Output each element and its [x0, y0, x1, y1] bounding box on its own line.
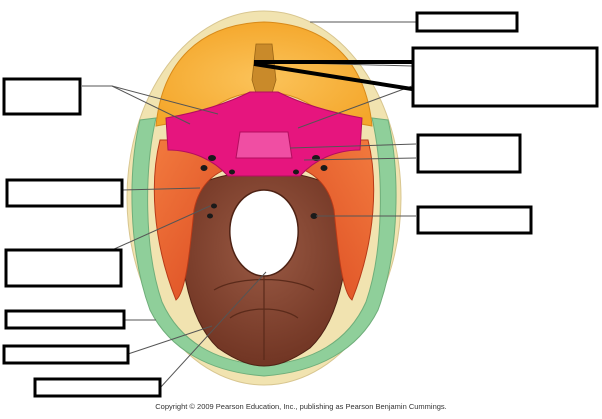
temporal-bone-right — [283, 139, 375, 301]
sella-turcica — [235, 131, 293, 159]
label-box-mid-right[interactable] — [416, 133, 522, 174]
label-box-bottom-left-1[interactable] — [4, 309, 126, 330]
label-boxes — [2, 11, 599, 398]
label-box-upper-right-large[interactable] — [411, 46, 599, 108]
label-box-lower-left[interactable] — [4, 248, 123, 288]
label-box-bottom-left-3[interactable] — [33, 377, 162, 398]
occipital-ridges — [213, 270, 315, 360]
label-box-lower-right[interactable] — [416, 205, 533, 235]
label-box-upper-left[interactable] — [2, 77, 82, 116]
copyright-credit: Copyright © 2009 Pearson Education, Inc.… — [155, 402, 447, 411]
foramen-magnum — [229, 189, 299, 277]
label-box-top-right[interactable] — [415, 11, 519, 33]
foramina — [200, 155, 328, 219]
label-box-mid-left[interactable] — [5, 178, 124, 208]
temporal-bone-left — [153, 139, 245, 301]
leader-lines — [82, 21, 417, 389]
label-box-bottom-left-2[interactable] — [2, 344, 130, 365]
